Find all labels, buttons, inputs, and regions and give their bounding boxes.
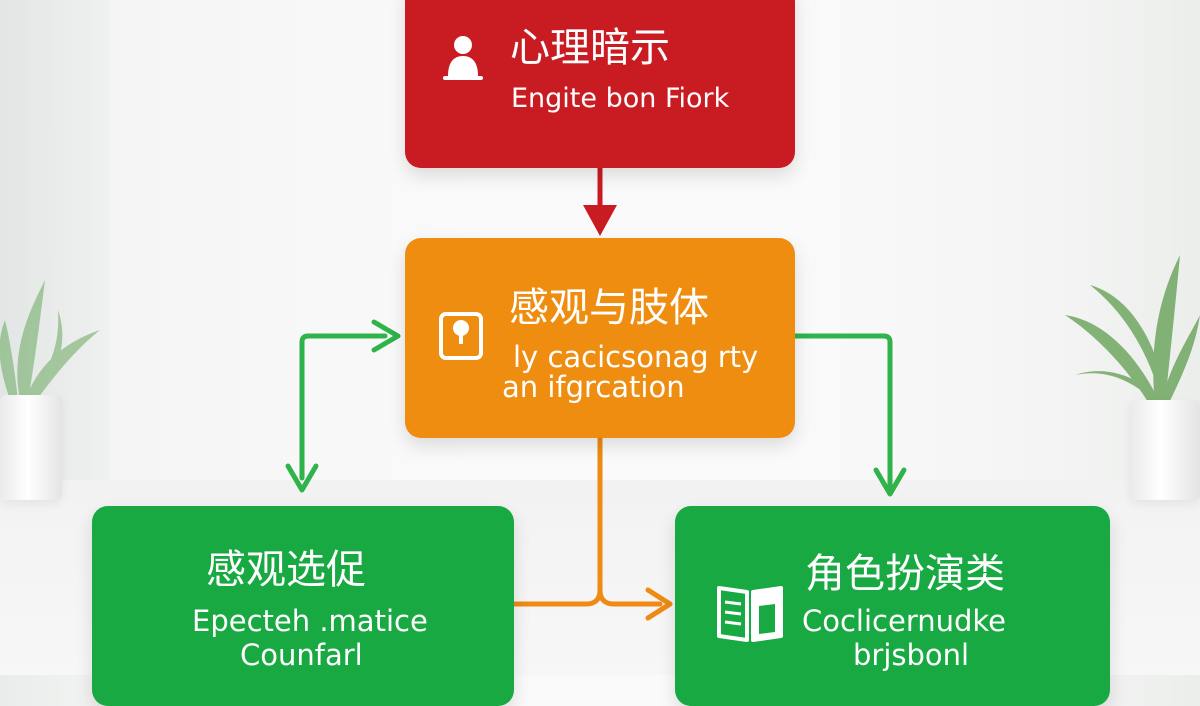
node-left[interactable]: 感观选促 Epecteh .matice Counfarl <box>92 506 514 706</box>
connectors <box>285 168 907 621</box>
node-top-title: 心理暗示 <box>510 25 670 71</box>
node-middle[interactable]: 感观与肢体 ly cacicsonag rty an ifgrcation <box>405 238 795 438</box>
pin-card-icon <box>439 312 483 360</box>
arrow-middle-to-right-bottom <box>511 435 673 621</box>
node-middle-title: 感观与肢体 <box>509 285 709 331</box>
arrow-top-to-middle <box>583 168 617 236</box>
arrow-middle-to-right <box>792 333 907 497</box>
node-left-title: 感观选促 <box>206 547 366 593</box>
node-top[interactable]: 心理暗示 Engite bon Fiork <box>405 0 795 168</box>
arrow-middle-left-loop <box>285 319 401 493</box>
plant-right-pot <box>1130 400 1200 500</box>
plant-left-icon <box>0 280 100 402</box>
open-book-icon <box>717 586 783 642</box>
node-right-subtitle-line1: Coclicernudke <box>802 604 1007 638</box>
node-left-subtitle-line1: Epecteh .matice <box>192 604 428 638</box>
node-right-subtitle-line2: brjsbonl <box>853 638 970 672</box>
person-icon <box>443 36 483 80</box>
node-right[interactable]: 角色扮演类 Coclicernudke brjsbonl <box>675 506 1110 706</box>
node-left-subtitle-line2: Counfarl <box>240 638 363 672</box>
node-right-title: 角色扮演类 <box>805 551 1005 597</box>
plant-left-pot <box>0 395 62 500</box>
node-middle-subtitle-line1: ly cacicsonag rty <box>513 340 759 374</box>
plant-right-icon <box>1065 255 1200 407</box>
node-top-subtitle: Engite bon Fiork <box>511 83 730 114</box>
node-middle-subtitle-line2: an ifgrcation <box>502 370 685 404</box>
